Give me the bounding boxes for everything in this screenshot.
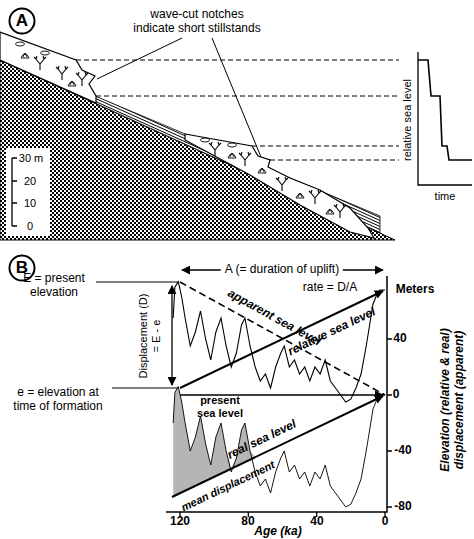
annotation: e = elevation at time of formation xyxy=(5,386,111,414)
inset-axes xyxy=(418,52,472,185)
scale-label: 10 xyxy=(24,197,36,210)
displacement-arrow xyxy=(171,286,172,385)
scale-box xyxy=(6,148,50,236)
coral-symbol xyxy=(334,204,346,218)
cobble-symbol xyxy=(201,138,210,142)
layer-lines xyxy=(90,84,390,240)
axis-ticks xyxy=(180,512,385,517)
scale-label: 30 m xyxy=(19,152,43,165)
annotation: E = present elevation xyxy=(14,272,94,300)
cobble-symbol xyxy=(41,51,50,55)
coral-symbol xyxy=(276,177,288,191)
shell-symbol xyxy=(296,193,304,198)
coral-symbol xyxy=(309,190,321,204)
tick-label: 40 xyxy=(393,332,406,346)
layer-line xyxy=(90,105,390,240)
cobble-symbol xyxy=(16,42,25,46)
annotation: rate = D/A xyxy=(303,281,357,295)
dashed-level xyxy=(76,60,399,61)
leader-line xyxy=(212,38,261,157)
layer-line xyxy=(90,102,390,237)
leader-line xyxy=(97,38,182,79)
scale-bar xyxy=(12,158,17,226)
annotation: A (= duration of uplift) xyxy=(221,263,343,277)
shell-symbol xyxy=(228,153,236,158)
tick-label: 0 xyxy=(393,388,400,402)
cobble-symbol xyxy=(228,143,237,147)
lower-terrace xyxy=(185,134,374,238)
plot-axes xyxy=(166,276,387,512)
tick-label: 40 xyxy=(310,515,323,529)
dashed-level xyxy=(270,160,399,161)
coral-symbol xyxy=(209,142,221,156)
upper-terrace xyxy=(0,32,96,103)
scale-label: 0 xyxy=(27,220,33,233)
sea-level-steps xyxy=(418,60,472,160)
tick-label: 120 xyxy=(170,515,190,529)
line-label: present sea level xyxy=(191,394,249,419)
dashed-level xyxy=(96,96,399,97)
axis-title: Elevation (relative & real) displacement… xyxy=(439,300,467,500)
uplift-rate-arrow xyxy=(180,291,383,388)
axis-ticks xyxy=(387,339,392,507)
axis-title: Age (ka) xyxy=(254,525,301,539)
axis-title: relative sea level xyxy=(401,79,414,161)
axis-unit: Meters xyxy=(396,283,435,297)
dashed-level xyxy=(252,146,399,147)
coral-symbol xyxy=(239,152,251,166)
shell-symbol xyxy=(258,168,266,173)
tick-label: 80 xyxy=(241,515,254,529)
stillstand-lines xyxy=(76,60,399,160)
tick-label: -80 xyxy=(394,500,411,514)
line-label: real sea level xyxy=(225,418,298,463)
apparent-sea-level-line xyxy=(180,282,385,395)
shell-symbol xyxy=(68,81,76,86)
panel-letter-text: A xyxy=(8,7,36,35)
relative-sea-level-curve xyxy=(173,282,385,402)
axis-title: time xyxy=(435,190,456,203)
formation-elevation-line xyxy=(112,388,178,389)
callout-note: wave-cut notches indicate short stillsta… xyxy=(131,8,264,36)
panel-letter: A xyxy=(8,7,36,35)
tick-label: -40 xyxy=(394,444,411,458)
sea-level-curves xyxy=(173,282,385,507)
tick-label: 0 xyxy=(382,515,389,529)
shell-symbol xyxy=(326,209,334,214)
scale-label: 20 xyxy=(24,175,36,188)
coral-symbol xyxy=(56,66,68,80)
annotation: Displacement (D) = E - e xyxy=(137,291,162,381)
coral-symbol xyxy=(34,56,46,70)
present-elevation-line xyxy=(96,282,178,283)
shell-symbol xyxy=(21,53,29,58)
coral-symbol xyxy=(76,72,88,86)
